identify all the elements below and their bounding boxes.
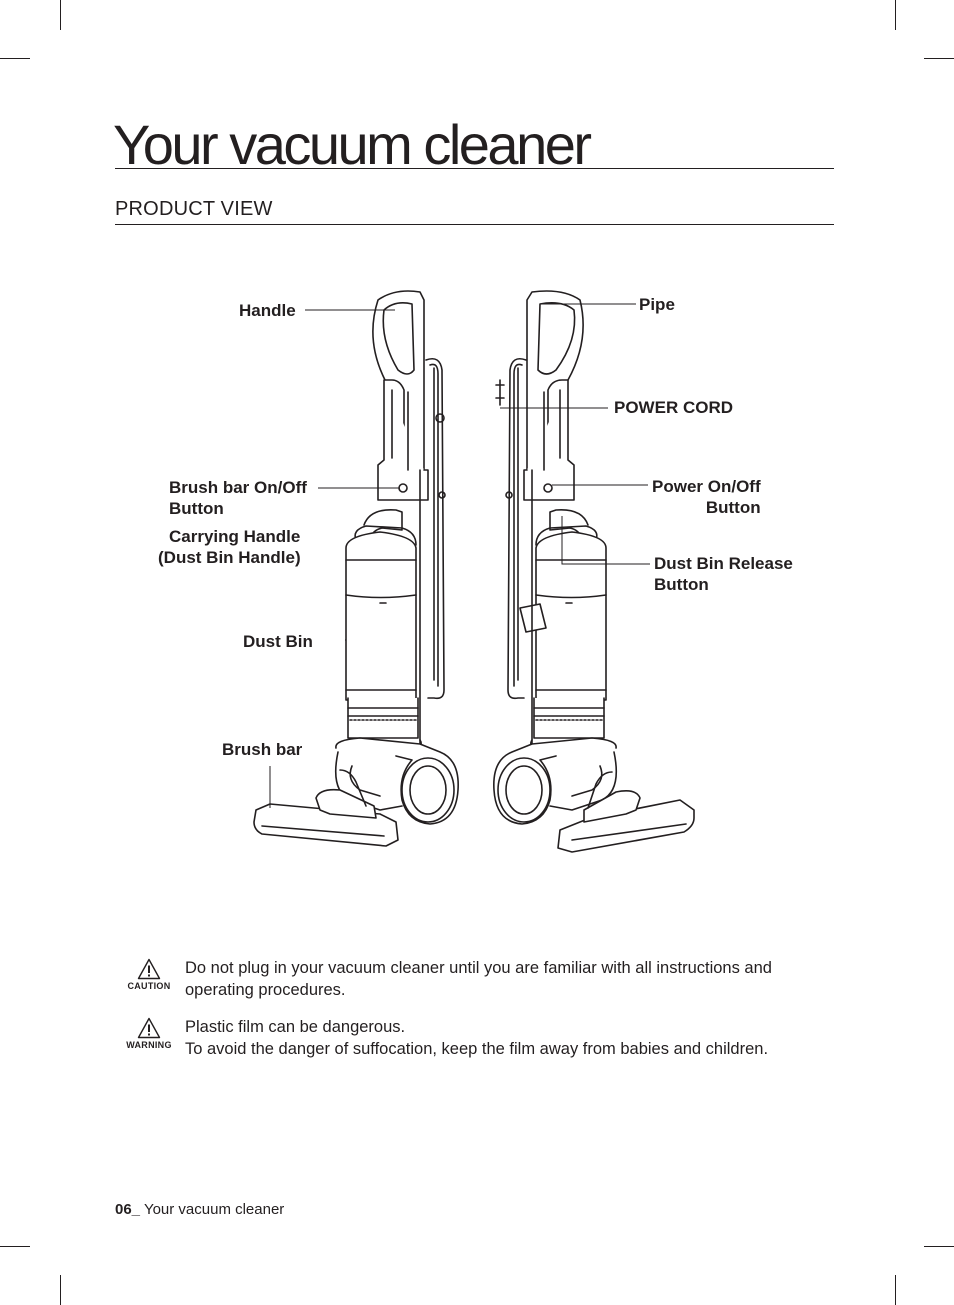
crop-mark	[895, 1275, 896, 1305]
caution-notice: CAUTION Do not plug in your vacuum clean…	[118, 958, 818, 1004]
label-pipe: Pipe	[639, 295, 675, 314]
vacuum-right-drawing	[493, 290, 695, 853]
warning-icon	[137, 1017, 161, 1039]
crop-mark	[60, 1275, 61, 1305]
section-title: PRODUCT VIEW	[115, 198, 273, 220]
label-line: Button	[169, 499, 224, 518]
crop-mark	[924, 58, 954, 59]
label-dust-bin-release: Dust Bin Release Button	[654, 553, 793, 595]
label-brush-bar: Brush bar	[222, 740, 303, 759]
title-rule	[115, 168, 834, 169]
vacuum-left-drawing	[253, 290, 459, 847]
label-line: Brush bar On/Off	[169, 478, 307, 497]
crop-mark	[0, 1246, 30, 1247]
warning-label: WARNING	[126, 1040, 172, 1050]
caution-label: CAUTION	[127, 981, 171, 991]
warning-badge: WARNING	[118, 1017, 180, 1050]
crop-mark	[895, 0, 896, 30]
caution-icon	[137, 958, 161, 980]
crop-mark	[924, 1246, 954, 1247]
label-line: Carrying Handle	[169, 527, 301, 546]
footer-label: Your vacuum cleaner	[143, 1201, 285, 1218]
section-rule	[115, 224, 834, 225]
label-dust-bin: Dust Bin	[243, 632, 313, 651]
label-line: Button	[705, 498, 761, 517]
notice-line: Plastic film can be dangerous.	[185, 1018, 406, 1036]
notice-line: Do not plug in your vacuum cleaner until…	[185, 959, 772, 977]
page-number: 06_	[115, 1201, 141, 1218]
page-footer: 06_ Your vacuum cleaner	[115, 1201, 284, 1218]
crop-mark	[60, 0, 61, 30]
leader-lines	[269, 303, 650, 808]
crop-mark	[0, 58, 30, 59]
notice-line: operating procedures.	[185, 980, 346, 999]
warning-notice: WARNING Plastic film can be dangerous. T…	[118, 1017, 818, 1063]
caution-badge: CAUTION	[118, 958, 180, 991]
label-carrying-handle: Carrying Handle (Dust Bin Handle)	[158, 526, 301, 568]
label-handle: Handle	[239, 301, 296, 320]
label-power-cord: POWER CORD	[614, 398, 733, 417]
page-title: Your vacuum cleaner	[113, 113, 592, 176]
label-line: (Dust Bin Handle)	[158, 548, 301, 567]
label-brush-bar-switch: Brush bar On/Off Button	[169, 477, 307, 519]
caution-text: Do not plug in your vacuum cleaner until…	[185, 958, 825, 1001]
label-line: Dust Bin Release	[654, 554, 793, 573]
label-line: Power On/Off	[652, 477, 761, 496]
notice-line: To avoid the danger of suffocation, keep…	[185, 1039, 769, 1058]
label-power-switch: Power On/Off Button	[652, 476, 761, 518]
label-line: Button	[654, 575, 709, 594]
warning-text: Plastic film can be dangerous. To avoid …	[185, 1017, 825, 1060]
